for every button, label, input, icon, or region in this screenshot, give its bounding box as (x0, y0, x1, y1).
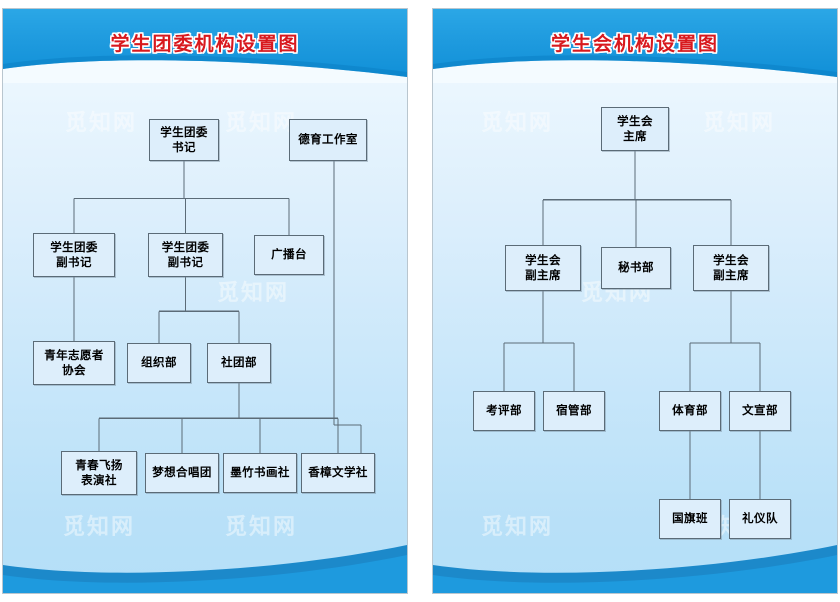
org-node: 德育工作室 (289, 119, 367, 161)
panel-header-right (433, 9, 837, 83)
org-chart-left: 学生团委 书记德育工作室学生团委 副书记学生团委 副书记广播台青年志愿者 协会组… (3, 9, 407, 593)
panel-background-left (3, 9, 407, 593)
connector-lines (503, 151, 761, 499)
footer-wave-left (3, 545, 407, 593)
org-node: 学生会 主席 (601, 107, 669, 151)
connector-lines (73, 161, 362, 453)
org-node: 青春飞扬 表演社 (61, 451, 137, 495)
panel-footer-left (3, 519, 407, 593)
org-node: 梦想合唱团 (145, 453, 219, 493)
panel-background-right (433, 9, 837, 593)
org-node: 宿管部 (543, 391, 605, 431)
panel-header-left (3, 9, 407, 83)
org-node: 学生团委 副书记 (148, 233, 223, 277)
panel-title-left: 学生团委机构设置图 (110, 33, 300, 55)
org-node: 青年志愿者 协会 (33, 341, 115, 385)
org-node: 墨竹书画社 (223, 453, 297, 493)
org-node: 社团部 (207, 343, 271, 383)
org-node: 广播台 (254, 235, 324, 275)
org-node: 礼仪队 (729, 499, 791, 539)
panel-title-right: 学生会机构设置图 (550, 33, 719, 55)
header-wave-left (3, 55, 407, 83)
org-node: 学生会 副主席 (505, 245, 581, 291)
footer-wave-right (433, 545, 837, 593)
org-node: 秘书部 (601, 247, 671, 289)
org-node: 体育部 (659, 391, 721, 431)
org-node: 考评部 (473, 391, 535, 431)
org-node: 学生团委 副书记 (33, 233, 115, 277)
org-chart-right: 学生会 主席学生会 副主席秘书部学生会 副主席考评部宿管部 体育部文宣部国旗班礼仪… (433, 9, 837, 593)
panel-student-league-committee: 觅知网觅知网觅知网觅知网觅知网 学生团委机构设置图 学生团委 书记德育工作室学生… (2, 8, 408, 594)
org-node: 香樟文学社 (301, 453, 375, 493)
org-node: 文宣部 (729, 391, 791, 431)
org-node: 组织部 (127, 343, 191, 383)
org-node: 学生会 副主席 (693, 245, 769, 291)
org-node: 学生团委 书记 (149, 119, 219, 161)
panel-footer-right (433, 519, 837, 593)
org-node: 国旗班 (659, 499, 721, 539)
header-wave-right (433, 55, 837, 83)
